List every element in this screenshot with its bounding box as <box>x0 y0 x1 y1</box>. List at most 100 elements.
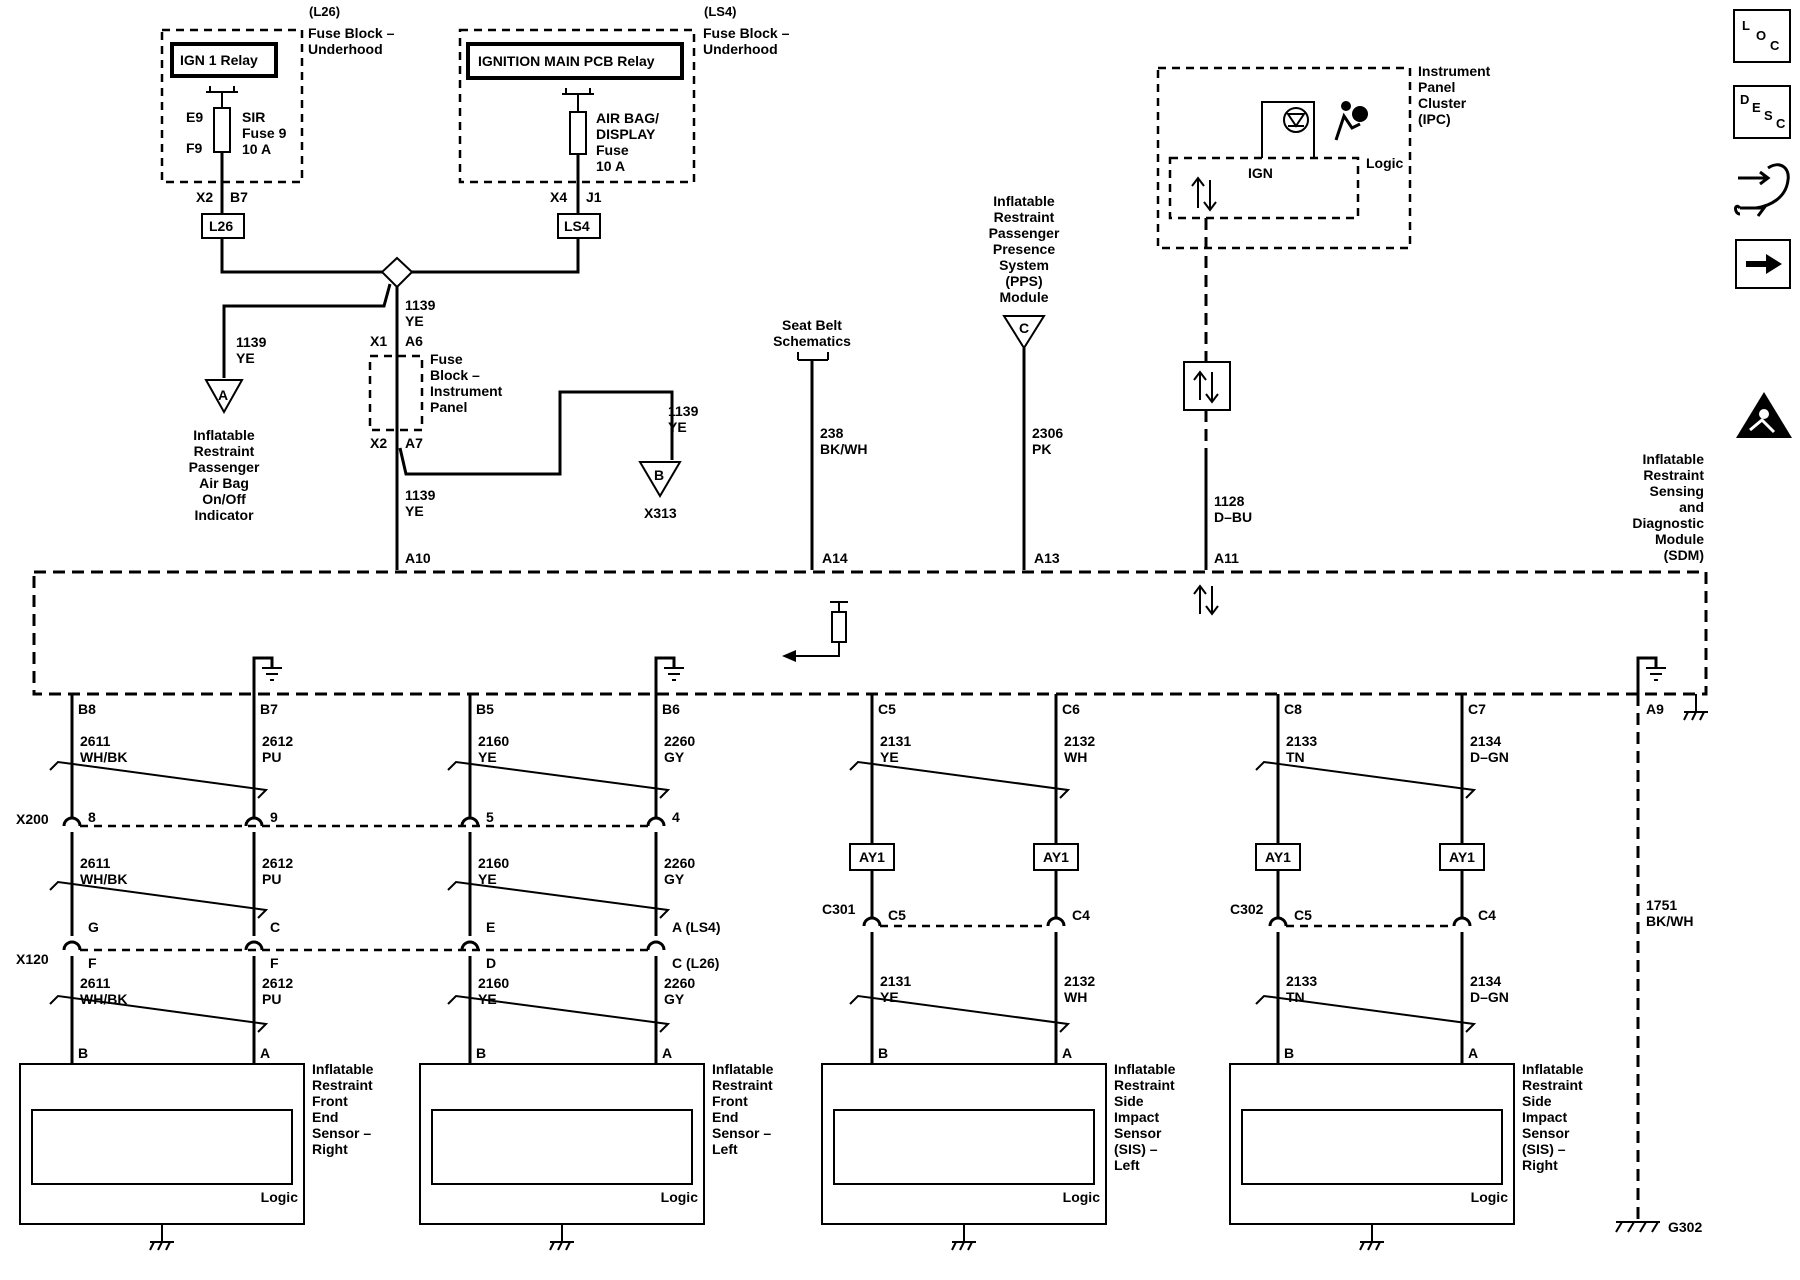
twisted-pair-mark <box>1255 994 1477 1033</box>
color-2612: PU <box>262 749 281 765</box>
case-ground-icon <box>951 1224 976 1251</box>
sensor-logic-box <box>31 1109 293 1185</box>
top-circuit: 1139 <box>405 297 436 313</box>
circuit-2611: 2611 <box>80 733 111 749</box>
ipc-title-3: Cluster <box>1418 95 1467 111</box>
ipc-title-4: (IPC) <box>1418 111 1451 127</box>
ip-block-title-4: Panel <box>430 399 467 415</box>
fuse-block-instrument-panel <box>368 354 424 432</box>
connector-x120-pin <box>244 940 264 951</box>
sensor-pin: A <box>1468 1045 1478 1061</box>
twisted-pair-mark <box>849 994 1071 1033</box>
color-WH: WH <box>1064 989 1087 1005</box>
ground-circuit: 1751 <box>1646 897 1677 913</box>
color-2260: GY <box>664 749 685 765</box>
twisted-pair-mark <box>1255 760 1477 799</box>
sir-fuse-label-3: 10 A <box>242 141 271 157</box>
ref-b-letter: B <box>654 467 664 483</box>
circuit-2160: 2160 <box>478 733 509 749</box>
right-branch-color: YE <box>668 419 687 435</box>
pin-a9: A9 <box>1646 701 1664 717</box>
case-ground-icon <box>549 1224 574 1251</box>
sdm-title-1: Inflatable <box>1643 451 1705 467</box>
sensor-logic-box <box>833 1109 1095 1185</box>
sensor-title-line: Inflatable <box>712 1061 774 1077</box>
airbag-person-icon <box>1334 101 1368 141</box>
x120-cavity-a: A (LS4) <box>672 919 720 935</box>
sensor-pin: B <box>1284 1045 1294 1061</box>
ign1-relay-label: IGN 1 Relay <box>180 52 258 68</box>
x200-cavity: 5 <box>486 809 494 825</box>
x120-cavity-b: F <box>88 955 97 971</box>
sensor-title-line: Inflatable <box>1114 1061 1176 1077</box>
twisted-pair-mark <box>49 760 269 799</box>
serial-circuit: 1128 <box>1214 493 1245 509</box>
ground-color: BK/WH <box>1646 913 1693 929</box>
sdm-title-6: Module <box>1655 531 1704 547</box>
next-arrow-button[interactable] <box>1735 239 1791 289</box>
sensor-wire-layer: B82611WH/BK82611WH/BKGF2611WH/BKBB72612P… <box>49 694 1509 1114</box>
fuse-block-title-2: Underhood <box>308 41 383 57</box>
pps-title-2: Restraint <box>994 209 1055 225</box>
ref-a-title-6: Indicator <box>194 507 254 523</box>
inline-cavity: C5 <box>888 907 906 923</box>
circuit-2260: 2260 <box>664 975 695 991</box>
circuit-2132: 2132 <box>1064 733 1095 749</box>
sensor-title-line: Restraint <box>312 1077 373 1093</box>
fuse-block-underhood-ls4: (LS4) Fuse Block – Underhood IGNITION MA… <box>458 4 790 239</box>
desc-letter-s: S <box>1764 108 1773 123</box>
serial-data-circuit: 1128 D–BU A11 <box>1183 218 1252 570</box>
sensor-title-line: Restraint <box>1114 1077 1175 1093</box>
inline-connector-pin <box>1452 916 1472 927</box>
connector-x200-pin <box>646 816 666 827</box>
connector-x2-ip: X2 <box>370 435 387 451</box>
connector-x200-pin <box>62 816 82 827</box>
sensor-title-line: Side <box>1522 1093 1552 1109</box>
ref-a-letter: A <box>218 387 228 403</box>
ay1-connector <box>1033 843 1079 871</box>
tag-ls4: LS4 <box>564 218 590 234</box>
inline-connector-pin <box>862 916 882 927</box>
loc-letter-l: L <box>1742 18 1750 33</box>
ipc-title-2: Panel <box>1418 79 1455 95</box>
pps-circuit: 2306 <box>1032 425 1063 441</box>
location-button[interactable]: L O C <box>1733 9 1791 63</box>
seatbelt-color: BK/WH <box>820 441 867 457</box>
sensor-title-line: Front <box>712 1093 748 1109</box>
fuse-block-underhood-l26: (L26) Fuse Block – Underhood IGN 1 Relay… <box>160 4 395 239</box>
pin-c5: C5 <box>878 701 896 717</box>
x120-cavity-a: C <box>270 919 280 935</box>
pps-title-4: Presence <box>993 241 1055 257</box>
x200-cavity: 4 <box>672 809 680 825</box>
cavity-j1: J1 <box>586 189 602 205</box>
ignition-main-relay-label: IGNITION MAIN PCB Relay <box>478 53 655 69</box>
seatbelt-title-2: Schematics <box>773 333 851 349</box>
pin-f9: F9 <box>186 140 203 156</box>
connector-icon[interactable] <box>1734 163 1790 217</box>
fuse-block-title-2: Underhood <box>703 41 778 57</box>
inline-cavity: C4 <box>1478 907 1496 923</box>
twisted-pair-mark <box>49 880 269 919</box>
desc-letter-d: D <box>1740 92 1749 107</box>
circuit-2612: 2612 <box>262 733 293 749</box>
pps-title-1: Inflatable <box>993 193 1055 209</box>
sensor-pin: B <box>878 1045 888 1061</box>
twisted-pair-mark <box>849 760 1071 799</box>
color-2133: TN <box>1286 749 1305 765</box>
cavity-a7: A7 <box>405 435 423 451</box>
sensor-module-3: LogicInflatableRestraintSideImpactSensor… <box>821 1061 1176 1251</box>
airbag-display-fuse-icon <box>569 111 587 155</box>
airbag-fuse-label-3: Fuse <box>596 142 629 158</box>
x120-cavity-b: D <box>486 955 496 971</box>
inline-connector-pin <box>1046 916 1066 927</box>
pin-b7: B7 <box>260 701 278 717</box>
left-branch-color: YE <box>236 350 255 366</box>
fuse-block-code: (L26) <box>309 4 340 19</box>
description-button[interactable]: D E S C <box>1733 85 1791 139</box>
serial-data-module-box <box>1183 361 1231 411</box>
airbag-fuse-label-2: DISPLAY <box>596 126 656 142</box>
